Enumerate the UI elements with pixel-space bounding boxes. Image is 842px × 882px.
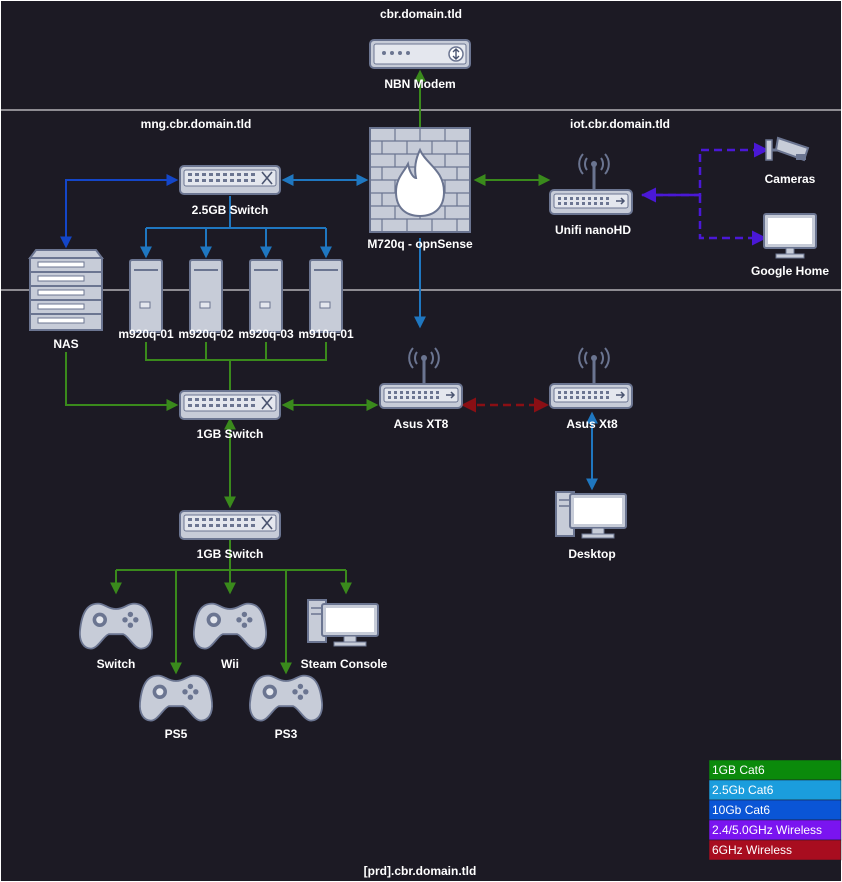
switch-1gb-b[interactable] xyxy=(179,510,281,540)
unifi-nanohd[interactable] xyxy=(548,152,634,216)
router-icon xyxy=(378,346,464,410)
console-switch[interactable] xyxy=(78,602,154,650)
switch-icon xyxy=(179,510,281,540)
nas-icon xyxy=(28,249,104,331)
router-icon xyxy=(548,346,634,410)
server-icon xyxy=(249,259,283,333)
label-steam-console: Steam Console xyxy=(301,657,388,671)
server-m920q-01[interactable] xyxy=(129,259,163,333)
server-m920q-03[interactable] xyxy=(249,259,283,333)
label-wii: Wii xyxy=(221,657,239,671)
legend-swatch xyxy=(708,839,842,861)
label-asus-xt8-b: Asus Xt8 xyxy=(566,417,618,431)
legend-label: 1GB Cat6 xyxy=(712,763,765,777)
label-m910q-01: m910q-01 xyxy=(298,327,354,341)
zone-label-iot: iot.cbr.domain.tld xyxy=(570,117,670,131)
legend-item: 10Gb Cat6 xyxy=(708,799,842,821)
label-switch: Switch xyxy=(97,657,136,671)
link-unifi-googlehome xyxy=(698,195,767,246)
asus-xt8-a[interactable] xyxy=(378,346,464,410)
gamepad-icon xyxy=(78,602,154,650)
server-icon xyxy=(309,259,343,333)
switch-1gb-a[interactable] xyxy=(179,390,281,420)
server-m920q-02[interactable] xyxy=(189,259,223,333)
console-wii[interactable] xyxy=(192,602,268,650)
link-nas-switch1g xyxy=(65,352,179,411)
label-ps5: PS5 xyxy=(165,727,188,741)
legend-item: 2.4/5.0GHz Wireless xyxy=(708,819,842,841)
zone-label-cbr: cbr.domain.tld xyxy=(380,7,462,21)
legend-item: 6GHz Wireless xyxy=(708,839,842,861)
label-firewall: M720q - opnSense xyxy=(367,237,473,251)
label-nbn-modem: NBN Modem xyxy=(384,77,455,91)
legend: 1GB Cat6 2.5Gb Cat6 10Gb Cat6 2.4/5.0GHz Wi… xyxy=(708,759,842,861)
switch-icon xyxy=(179,165,281,195)
label-ps3: PS3 xyxy=(275,727,298,741)
legend-label: 2.5Gb Cat6 xyxy=(712,783,774,797)
router-icon xyxy=(548,152,634,216)
console-ps3[interactable] xyxy=(248,674,324,722)
label-switch-2-5gb: 2.5GB Switch xyxy=(192,203,269,217)
link-unifi-cameras xyxy=(642,142,769,197)
console-ps5[interactable] xyxy=(138,674,214,722)
camera[interactable] xyxy=(765,136,810,162)
label-m920q-01: m920q-01 xyxy=(118,327,174,341)
server-icon xyxy=(129,259,163,333)
camera-icon xyxy=(765,136,810,162)
legend-label: 2.4/5.0GHz Wireless xyxy=(712,823,822,837)
switch-icon xyxy=(179,390,281,420)
gamepad-icon xyxy=(248,674,324,722)
link-servers-bus xyxy=(145,342,327,361)
console-steam[interactable] xyxy=(307,599,379,647)
desktop-icon xyxy=(555,491,627,539)
flame-icon xyxy=(394,147,446,218)
nbn-modem[interactable] xyxy=(369,39,471,69)
google-home[interactable] xyxy=(763,213,817,259)
zone-label-mng: mng.cbr.domain.tld xyxy=(141,117,252,131)
switch-2-5gb[interactable] xyxy=(179,165,281,195)
label-m920q-02: m920q-02 xyxy=(178,327,234,341)
legend-item: 2.5Gb Cat6 xyxy=(708,779,842,801)
desktop[interactable] xyxy=(555,491,627,539)
label-cameras: Cameras xyxy=(765,172,816,186)
legend-label: 10Gb Cat6 xyxy=(712,803,770,817)
label-google-home: Google Home xyxy=(751,264,829,278)
nas[interactable] xyxy=(28,249,104,331)
label-switch-1gb-a: 1GB Switch xyxy=(197,427,264,441)
legend-label: 6GHz Wireless xyxy=(712,843,792,857)
label-unifi: Unifi nanoHD xyxy=(555,223,631,237)
monitor-icon xyxy=(763,213,817,259)
desktop-icon xyxy=(307,599,379,647)
label-nas: NAS xyxy=(53,337,78,351)
asus-xt8-b[interactable] xyxy=(548,346,634,410)
legend-item: 1GB Cat6 xyxy=(708,759,842,781)
gamepad-icon xyxy=(192,602,268,650)
server-m910q-01[interactable] xyxy=(309,259,343,333)
firewall[interactable] xyxy=(369,127,471,233)
gamepad-icon xyxy=(138,674,214,722)
label-m920q-03: m920q-03 xyxy=(238,327,294,341)
server-icon xyxy=(189,259,223,333)
zone-label-prd: [prd].cbr.domain.tld xyxy=(364,864,477,878)
label-switch-1gb-b: 1GB Switch xyxy=(197,547,264,561)
label-desktop: Desktop xyxy=(568,547,615,561)
link-nas-switch25 xyxy=(60,174,179,249)
label-asus-xt8-a: Asus XT8 xyxy=(394,417,449,431)
